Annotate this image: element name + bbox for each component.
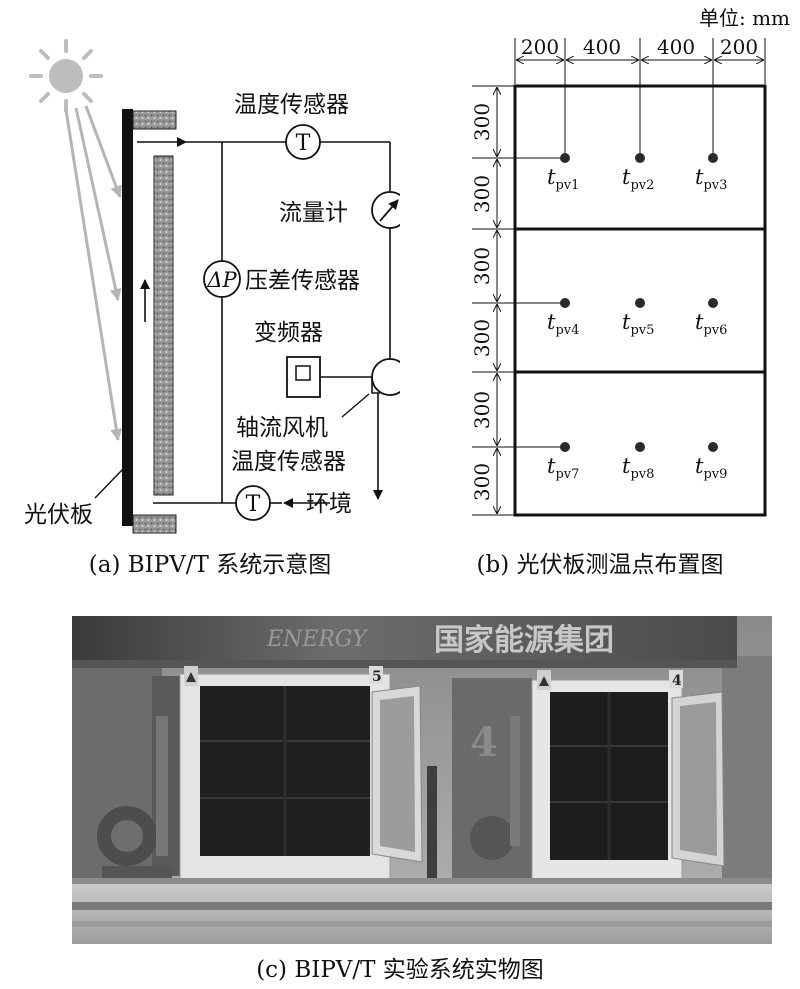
measurement-dot: [635, 298, 645, 308]
experiment-photo: ENERGY 国家能源集团 5 4 4: [72, 616, 772, 944]
banner-latin: ENERGY: [266, 627, 369, 652]
label-flow-meter: 流量计: [279, 200, 348, 226]
side-dim-4: 300: [470, 319, 494, 357]
top-dim-3: 400: [657, 35, 695, 59]
measurement-label: tpv4: [547, 310, 579, 338]
t-symbol-bottom: T: [246, 492, 261, 517]
bottom-cap: [132, 514, 177, 534]
measurement-dot: [635, 153, 645, 163]
pv-leader: [94, 468, 124, 499]
label-inverter: 变频器: [254, 320, 323, 346]
measurement-dot: [560, 442, 570, 452]
measurement-label: tpv5: [622, 310, 654, 338]
caption-c: (c) BIPV/T 实验系统实物图: [256, 957, 544, 983]
measurement-label: tpv6: [695, 310, 727, 338]
sun-icon: [29, 39, 103, 113]
unit-number-bg: 4: [470, 719, 498, 766]
inner-wall: [153, 155, 174, 496]
measurement-dot: [560, 298, 570, 308]
banner-text: 国家能源集团: [434, 623, 614, 658]
pressure-sensor-icon: [203, 260, 241, 298]
measurement-label: tpv7: [547, 454, 579, 482]
measurement-label: tpv3: [695, 165, 727, 193]
label-pressure-sensor: 压差传感器: [245, 268, 360, 294]
measurement-point-8: tpv8: [622, 442, 654, 482]
platform: [72, 878, 772, 944]
measurement-point-5: tpv5: [622, 298, 654, 338]
measurement-point-4: tpv4: [547, 298, 579, 338]
t-symbol-top: T: [296, 131, 311, 156]
flow-meter-icon: [371, 191, 400, 229]
test-unit-left: 5: [97, 666, 423, 881]
unit-number-right: 4: [672, 673, 682, 689]
measurement-dot: [560, 153, 570, 163]
label-temp-sensor-top: 温度传感器: [234, 92, 349, 118]
measurement-dot: [635, 442, 645, 452]
sun-rays: [64, 105, 123, 441]
test-unit-right: 4 4: [452, 670, 725, 881]
piping: [137, 137, 391, 508]
caption-b: (b) 光伏板测温点布置图: [476, 552, 724, 578]
measurement-point-1: tpv1: [547, 153, 579, 193]
temp-sensor-bottom-icon: [235, 485, 271, 521]
fan-leader: [341, 393, 370, 418]
side-dim-5: 300: [470, 391, 494, 429]
top-cap: [132, 110, 177, 130]
top-dim-4: 200: [720, 35, 758, 59]
pv-panel: [122, 109, 133, 526]
side-dim-6: 300: [470, 463, 494, 501]
measurement-points: tpv1 tpv2 tpv3 tpv4 tpv5 tpv6 tpv7 tpv8 tpv9: [547, 153, 727, 482]
label-fan: 轴流风机: [236, 415, 328, 441]
side-extension-lines: [472, 85, 515, 516]
point-leaders: [472, 38, 714, 448]
dp-symbol: ΔP: [206, 268, 237, 292]
measurement-label: tpv2: [622, 165, 654, 193]
side-dim-3: 300: [470, 247, 494, 285]
measurement-point-6: tpv6: [695, 298, 727, 338]
side-dim-1: 300: [470, 103, 494, 141]
top-dim-2: 400: [583, 35, 621, 59]
measurement-point-2: tpv2: [622, 153, 654, 193]
caption-a: (a) BIPV/T 系统示意图: [88, 552, 332, 578]
measurement-point-7: tpv7: [547, 442, 579, 482]
measurement-label: tpv9: [695, 454, 727, 482]
unit-label: 单位: mm: [699, 6, 790, 30]
label-pv-panel: 光伏板: [24, 502, 93, 528]
banner: ENERGY 国家能源集团: [72, 616, 737, 660]
unit-number-left: 5: [372, 669, 382, 685]
measurement-label: tpv8: [622, 454, 654, 482]
top-dim-1: 200: [521, 35, 559, 59]
fan-icon: [371, 358, 400, 396]
measurement-dot: [708, 442, 718, 452]
label-temp-sensor-bottom: 温度传感器: [231, 449, 346, 475]
measurement-dot: [708, 298, 718, 308]
measurement-point-9: tpv9: [695, 442, 727, 482]
measurement-point-3: tpv3: [695, 153, 727, 193]
panel-b-layout: 单位: mm 200 400 400 200 300 300 300 300 3…: [470, 6, 790, 517]
measurement-dot: [708, 153, 718, 163]
temp-sensor-top-icon: [285, 124, 321, 160]
panel-a-schematic: T ΔP T 温度传感器 流量计 压差传感器 变频器 轴流风机 温度传感器 环境…: [24, 39, 400, 534]
inverter-icon: [286, 356, 321, 398]
label-environment: 环境: [306, 491, 352, 517]
measurement-label: tpv1: [547, 165, 579, 193]
side-dim-2: 300: [470, 175, 494, 213]
